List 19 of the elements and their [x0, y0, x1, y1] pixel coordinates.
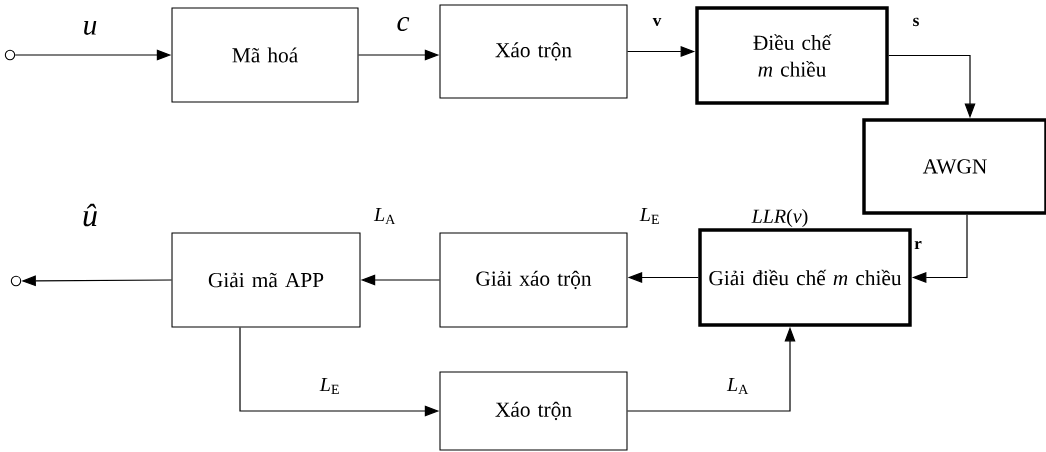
edge-label: û — [83, 203, 97, 227]
edge-label: L$_{A}$ — [373, 208, 396, 224]
edge-label: r — [914, 240, 922, 250]
block-box: Giải xáo trộn — [439, 232, 628, 328]
block-box: Điều chế m chiều — [695, 6, 889, 105]
block-box: Xáo trộn — [439, 4, 628, 99]
block-box: Giải mã APP — [171, 232, 361, 328]
edge-label: L$_{E}$ — [639, 208, 659, 224]
edge-label: L$_{A}$ — [726, 378, 749, 394]
signal-label: LLR(v) — [751, 208, 808, 228]
edge-label: u — [84, 21, 97, 35]
edge-label: c — [397, 16, 410, 32]
block-box: AWGN — [862, 118, 1046, 215]
edge-label: L$_{E}$ — [319, 378, 339, 394]
block-box: Giải điều chế m chiều — [698, 228, 912, 327]
edge-label: s — [913, 17, 919, 27]
edge-label: v — [652, 17, 662, 27]
block-box: Xáo trộn — [439, 371, 628, 451]
block-box: Mã hoá — [171, 7, 359, 103]
